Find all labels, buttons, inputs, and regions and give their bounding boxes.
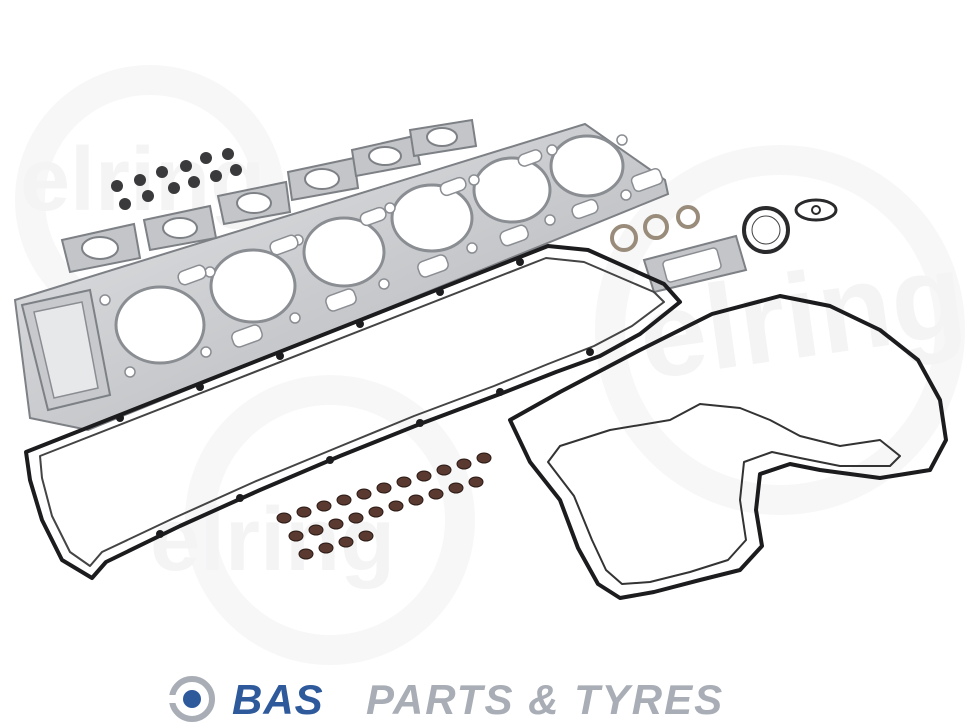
valve-stem-seals: [276, 452, 492, 560]
seal-rings: [610, 205, 700, 252]
gasket-bumps: [116, 258, 594, 538]
round-gasket: [742, 206, 790, 254]
bas-logo-icon: [168, 676, 215, 722]
turbo-gasket: [642, 234, 748, 294]
logo-primary-text: BAS: [232, 676, 324, 723]
small-flange-gasket: [794, 198, 838, 222]
watermark-text-3: elring: [150, 490, 395, 590]
head-gasket: [13, 122, 670, 432]
manifold-gaskets: [60, 118, 478, 274]
timing-cover-gasket: [508, 294, 948, 600]
bolts: [111, 148, 242, 210]
logo-secondary-text: PARTS & TYRES: [366, 676, 725, 723]
